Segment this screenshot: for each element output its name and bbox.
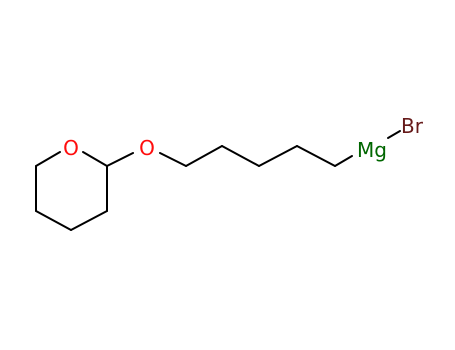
atom-label-ether-oxygen: O [139, 136, 155, 160]
bond-ring-o-to-c6 [35, 151, 61, 167]
bond-chain-c2-c3 [221, 145, 260, 167]
bond-c5-mg [334, 155, 353, 167]
bond-mg-br [387, 130, 401, 139]
bond-ring-c4-c3 [70, 210, 108, 231]
bond-chain-c4-c5 [296, 145, 336, 167]
atom-label-bromine: Br [401, 114, 424, 138]
bond-ring-c5-c4 [35, 210, 72, 231]
bond-chain-c3-c4 [258, 145, 298, 167]
bond-c2-ether-o [106, 152, 134, 167]
bond-ether-o-c1 [159, 152, 187, 167]
atom-label-ring-oxygen: O [63, 136, 79, 160]
atom-label-magnesium: Mg [357, 138, 387, 162]
bond-chain-c1-c2 [185, 145, 223, 167]
bond-ring-c2-ring-o [82, 151, 108, 167]
